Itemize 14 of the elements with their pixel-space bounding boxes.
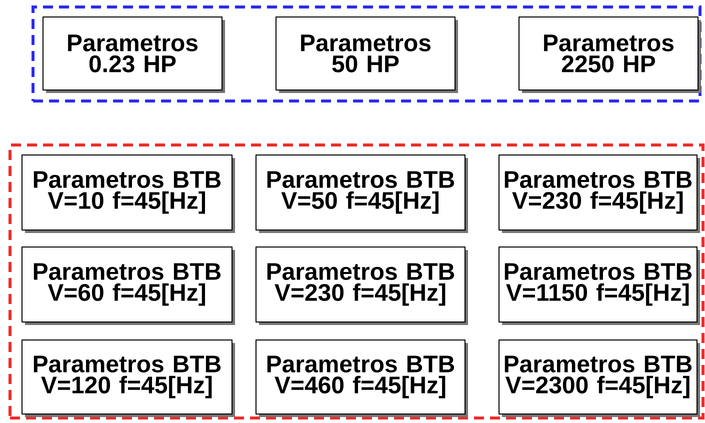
parameter-box: Parametros 50 HP (276, 16, 458, 93)
parameter-box: Parametros BTB V=2300 f=45[Hz] (498, 340, 700, 417)
parameter-box: Parametros BTB V=230 f=45[Hz] (256, 246, 468, 325)
parameter-box: Parametros BTB V=460 f=45[Hz] (256, 340, 468, 417)
parameter-box: Parametros BTB V=120 f=45[Hz] (22, 340, 235, 417)
parameter-box: Parametros BTB V=230 f=45[Hz] (498, 154, 700, 233)
dashed-group-frame (8, 144, 704, 420)
dashed-group-frame (32, 6, 702, 102)
parameter-box: Parametros BTB V=50 f=45[Hz] (256, 154, 468, 233)
parameter-box: Parametros BTB V=10 f=45[Hz] (22, 154, 235, 233)
parameter-box: Parametros BTB V=60 f=45[Hz] (22, 246, 235, 325)
parameter-box: Parametros 0.23 HP (42, 16, 225, 93)
parameter-box: Parametros BTB V=1150 f=45[Hz] (498, 246, 700, 325)
parameter-box: Parametros 2250 HP (518, 16, 701, 93)
